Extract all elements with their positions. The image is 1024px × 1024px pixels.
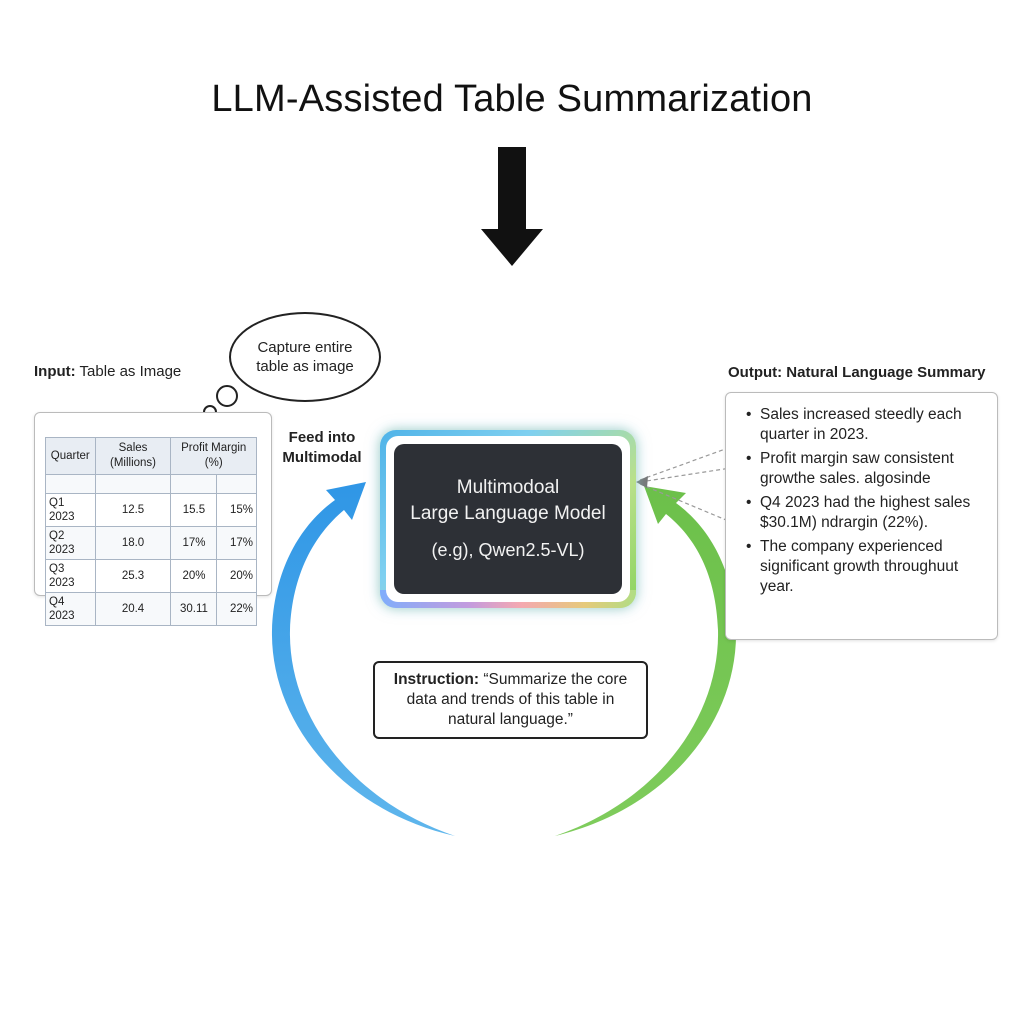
table-row: Q4 2023 20.4 30.11 22% [45, 592, 257, 626]
thought-bubble-text: Capture entire table as image [256, 339, 354, 375]
table-cell: 20.4 [94, 592, 172, 626]
page-title: LLM-Assisted Table Summarization [211, 78, 813, 120]
table-cell: Q2 2023 [45, 526, 96, 560]
table-header-quarter: Quarter [45, 437, 96, 475]
table-row: Q1 2023 12.5 15.5 15% [45, 493, 257, 527]
instruction-label: Instruction: [393, 671, 480, 688]
instruction-text-wrap: Instruction: “Summarize the core data an… [386, 670, 636, 730]
list-item: Sales increased steedly each quarter in … [746, 405, 990, 445]
thought-dot-large [216, 385, 238, 407]
blue-feed-arrow [271, 482, 455, 836]
feed-label: Feed into Multimodal [282, 429, 362, 466]
output-summary-panel: Sales increased steedly each quarter in … [725, 392, 998, 640]
summary-list: Sales increased steedly each quarter in … [726, 405, 990, 601]
list-item: The company experienced significant grow… [746, 537, 990, 597]
table-cell: 22% [216, 592, 257, 626]
table-cell: 20% [170, 559, 218, 593]
table-cell: 30.11 [170, 592, 218, 626]
connector-arrowhead-icon [636, 476, 648, 488]
table-cell: 15% [216, 493, 257, 527]
table-cell: 17% [170, 526, 218, 560]
down-arrow-icon [481, 147, 543, 266]
output-label: Output: Natural Language Summary [728, 364, 986, 381]
table-spacer-row [45, 474, 257, 494]
table-cell: Q1 2023 [45, 493, 96, 527]
input-label-bold: Input: [34, 363, 76, 380]
green-output-arrow [555, 486, 737, 836]
table-cell: 15.5 [170, 493, 218, 527]
instruction-box: Instruction: “Summarize the core data an… [373, 661, 648, 739]
table-cell: 12.5 [94, 493, 172, 527]
table-row: Q2 2023 18.0 17% 17% [45, 526, 257, 560]
model-box: Multimodoal Large Language Model (e.g), … [394, 444, 622, 594]
input-label: Input: Table as Image [34, 363, 181, 380]
input-label-text: Table as Image [75, 363, 182, 380]
table-header-sales: Sales (Millions) [94, 437, 172, 475]
input-table-panel: Quarter Sales (Millions) Profit Margin (… [34, 412, 272, 626]
model-example: (e.g), Qwen2.5-VL) [431, 540, 585, 560]
table-header-profit: Profit Margin (%) [170, 437, 257, 475]
thought-bubble: Capture entire table as image [229, 312, 381, 402]
table-cell: 20% [216, 559, 257, 593]
table-cell: 25.3 [94, 559, 172, 593]
table-cell: 17% [216, 526, 257, 560]
model-name-line1: Multimodoal [456, 477, 560, 498]
list-item: Profit margin saw consistent growthe sal… [746, 449, 990, 489]
table-row: Q3 2023 25.3 20% 20% [45, 559, 257, 593]
table-cell: 18.0 [94, 526, 172, 560]
list-item: Q4 2023 had the highest sales $30.1M) nd… [746, 493, 990, 533]
instruction-text: “Summarize the core data and trends of t… [406, 671, 628, 728]
table-cell: Q3 2023 [45, 559, 96, 593]
data-table: Quarter Sales (Millions) Profit Margin (… [45, 437, 257, 626]
model-name-line2: Large Language Model [410, 503, 606, 524]
table-cell: Q4 2023 [45, 592, 96, 626]
